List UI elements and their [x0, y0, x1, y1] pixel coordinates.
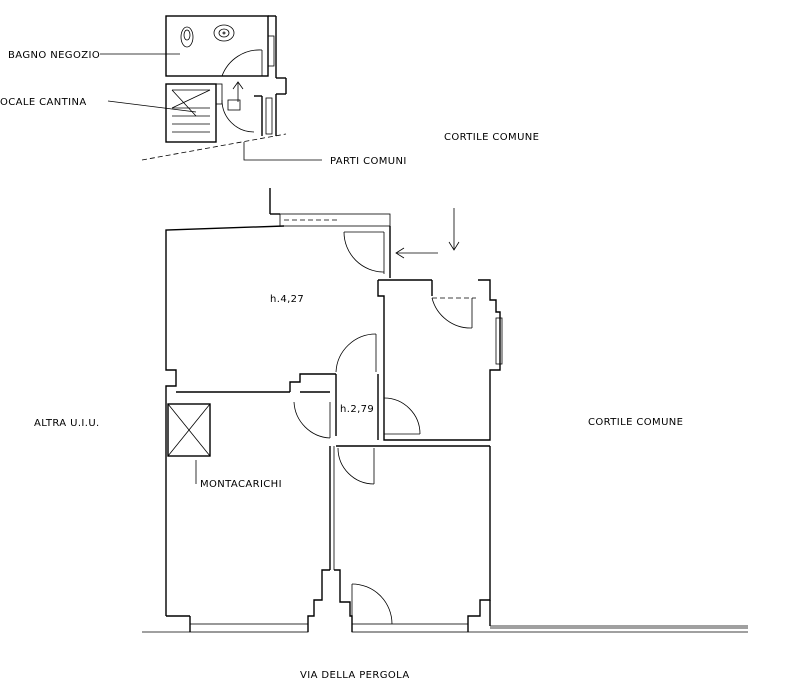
label-parti-comuni: PARTI COMUNI	[330, 156, 407, 167]
main-plan	[142, 188, 748, 633]
label-cortile-comune-right: CORTILE COMUNE	[588, 417, 683, 428]
label-altra-uiu: ALTRA U.I.U.	[34, 418, 100, 429]
bathroom-room	[165, 15, 269, 77]
window	[279, 213, 391, 227]
label-montacarichi: MONTACARICHI	[200, 479, 282, 490]
stair-block	[165, 83, 217, 143]
stair-arrow	[171, 89, 197, 117]
label-locale-cantina: OCALE CANTINA	[0, 97, 87, 108]
shop-door-swing	[351, 583, 393, 625]
label-height-main: h.4,27	[270, 294, 304, 305]
freight-elevator	[167, 403, 211, 457]
property-boundary	[141, 133, 287, 161]
door-swing	[221, 49, 263, 77]
top-detail-plan	[100, 15, 322, 161]
sink-icon	[213, 24, 235, 42]
label-height-small: h.2,79	[340, 404, 374, 415]
label-via-della-pergola: VIA DELLA PERGOLA	[300, 670, 410, 681]
entry-door-swing	[343, 231, 385, 273]
toilet-icon	[180, 26, 194, 48]
label-cortile-comune-top: CORTILE COMUNE	[444, 132, 539, 143]
label-bagno-negozio: BAGNO NEGOZIO	[8, 50, 100, 61]
